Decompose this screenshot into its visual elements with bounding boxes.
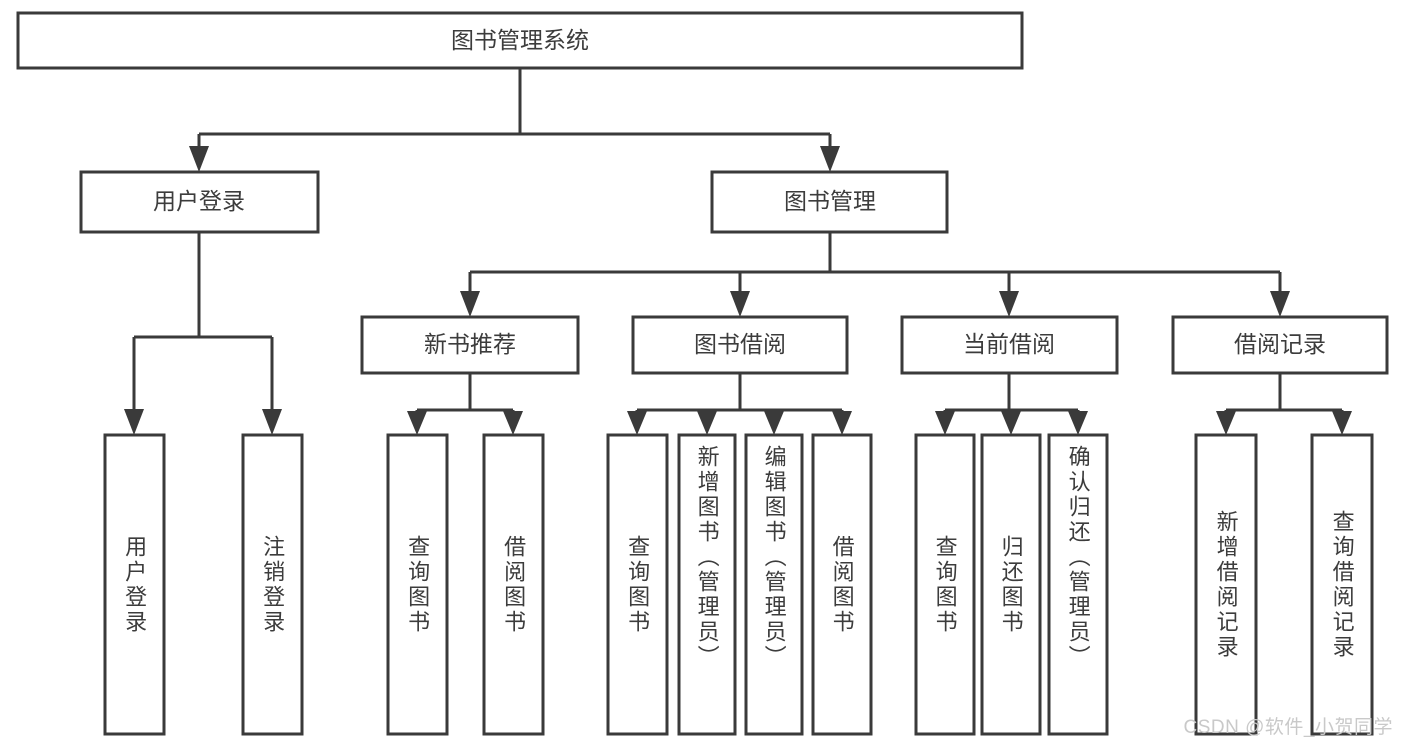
arrow-to-leaf-query-book-3 (935, 411, 955, 435)
arrow-to-leaf-borrow-book-1 (503, 411, 523, 435)
arrow-to-current-borrow (999, 291, 1019, 317)
edges-layer (124, 68, 1352, 435)
nodes-layer (16, 11, 1389, 736)
csdn-watermark: CSDN @软件_小贺同学 (1183, 717, 1393, 738)
node-label-user-login: 用户登录 (153, 188, 245, 214)
node-box-leaf-add-record[interactable] (1194, 433, 1258, 736)
node-box-current-borrow[interactable] (900, 315, 1119, 375)
arrow-to-leaf-add-book (697, 411, 717, 435)
arrow-to-leaf-edit-book (764, 411, 784, 435)
node-box-leaf-query-record[interactable] (1310, 433, 1374, 736)
arrow-to-leaf-borrow-book-2 (832, 411, 852, 435)
arrow-to-leaf-confirm-return (1068, 411, 1088, 435)
node-box-user-login[interactable] (79, 170, 320, 234)
arrow-to-book-borrow (730, 291, 750, 317)
arrow-to-leaf-return-book (1001, 411, 1021, 435)
node-box-leaf-logout[interactable] (241, 433, 304, 736)
node-box-leaf-edit-book[interactable] (744, 433, 804, 736)
node-box-leaf-return-book[interactable] (980, 433, 1042, 736)
node-box-leaf-query-book-3[interactable] (914, 433, 976, 736)
node-label-new-book-rec: 新书推荐 (424, 331, 516, 357)
node-box-leaf-confirm-return[interactable] (1047, 433, 1109, 736)
node-label-root: 图书管理系统 (451, 27, 589, 53)
arrow-to-leaf-query-record (1332, 411, 1352, 435)
node-box-leaf-user-login[interactable] (103, 433, 166, 736)
arrow-to-user-login (189, 146, 209, 172)
arrow-to-book-manage (820, 146, 840, 172)
node-box-root[interactable] (16, 11, 1024, 70)
arrow-to-leaf-logout (262, 409, 282, 435)
node-box-borrow-record[interactable] (1171, 315, 1389, 375)
horizontal-labels-layer: 图书管理系统 用户登录 图书管理 新书推荐 图书借阅 当前借阅 借阅记录 (153, 27, 1326, 357)
arrow-to-leaf-add-record (1216, 411, 1236, 435)
node-label-book-manage: 图书管理 (784, 188, 876, 214)
node-box-leaf-query-book-2[interactable] (606, 433, 669, 736)
node-box-new-book-rec[interactable] (360, 315, 580, 375)
arrow-to-new-book-rec (460, 291, 480, 317)
node-box-leaf-borrow-book-1[interactable] (482, 433, 545, 736)
node-label-borrow-record: 借阅记录 (1234, 331, 1326, 357)
node-box-book-manage[interactable] (710, 170, 949, 234)
node-label-current-borrow: 当前借阅 (963, 331, 1055, 357)
node-box-book-borrow[interactable] (631, 315, 849, 375)
node-box-leaf-query-book-1[interactable] (386, 433, 449, 736)
node-label-book-borrow: 图书借阅 (694, 331, 786, 357)
arrow-to-leaf-user-login (124, 409, 144, 435)
node-box-leaf-borrow-book-2[interactable] (811, 433, 873, 736)
arrow-to-leaf-query-book-1 (407, 411, 427, 435)
arrow-to-leaf-query-book-2 (627, 411, 647, 435)
node-box-leaf-add-book[interactable] (677, 433, 737, 736)
arrow-to-borrow-record (1270, 291, 1290, 317)
